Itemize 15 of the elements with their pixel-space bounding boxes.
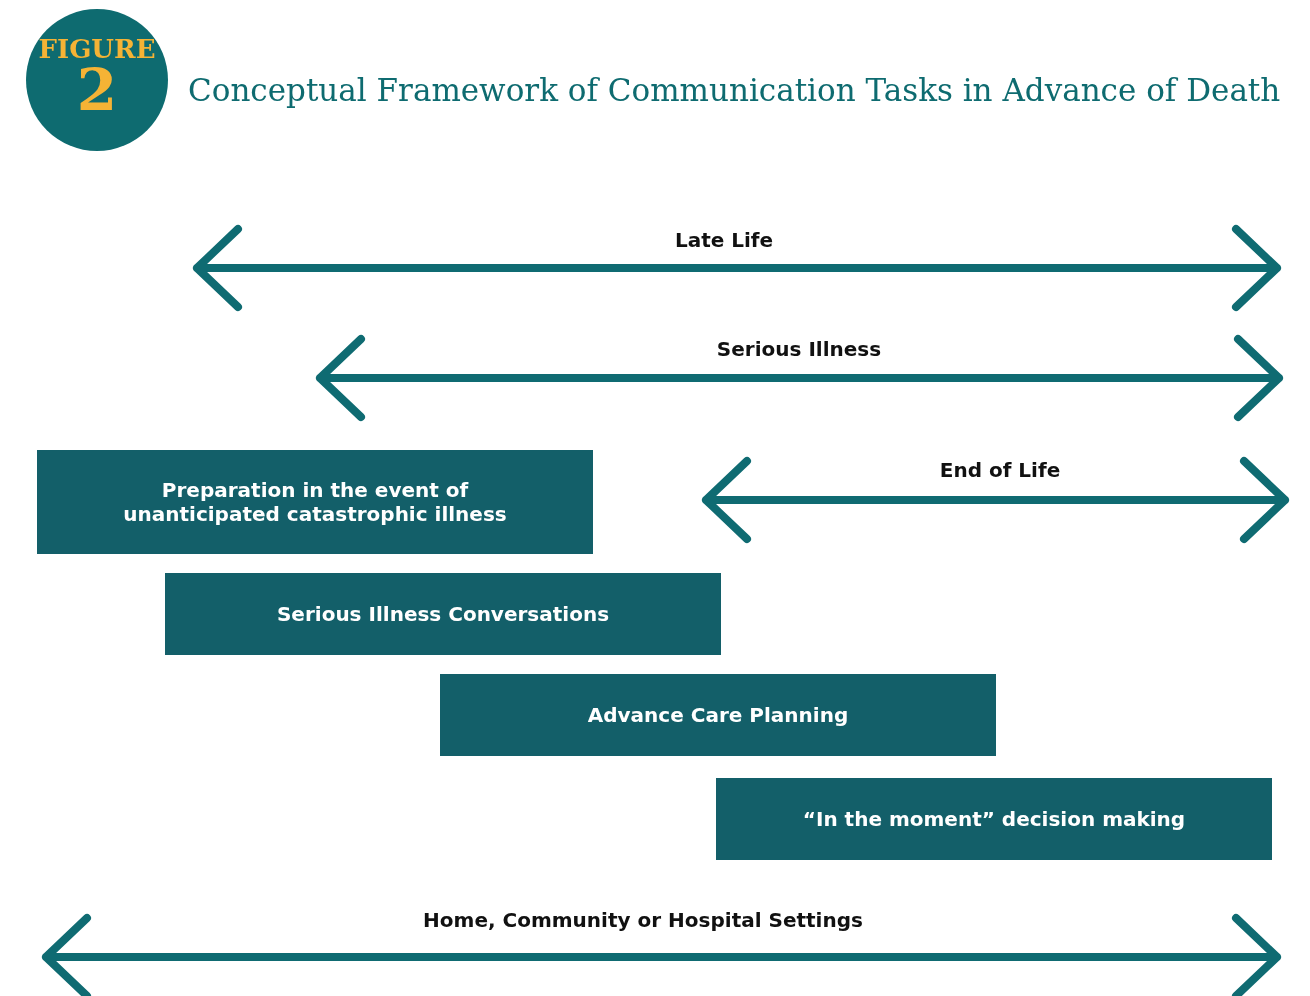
span-label: Late Life	[674, 228, 774, 252]
figure-title: Conceptual Framework of Communication Tasks in Advance of Death	[188, 72, 1281, 108]
task-text: “In the moment” decision making	[802, 807, 1186, 831]
span-label: End of Life	[939, 458, 1061, 482]
figure-number: 2	[76, 61, 118, 119]
task-box	[440, 674, 996, 756]
task-box	[716, 778, 1272, 860]
task-box	[165, 573, 721, 655]
span-label: Serious Illness	[716, 337, 882, 361]
figure-word: FIGURE	[37, 36, 157, 62]
task-box	[37, 450, 593, 554]
task-text: Advance Care Planning	[587, 703, 849, 727]
task-text: Serious Illness Conversations	[276, 602, 610, 626]
span-label: Home, Community or Hospital Settings	[423, 908, 863, 932]
task-text: Preparation in the event of unanticipated catastrophic illness	[122, 478, 508, 526]
